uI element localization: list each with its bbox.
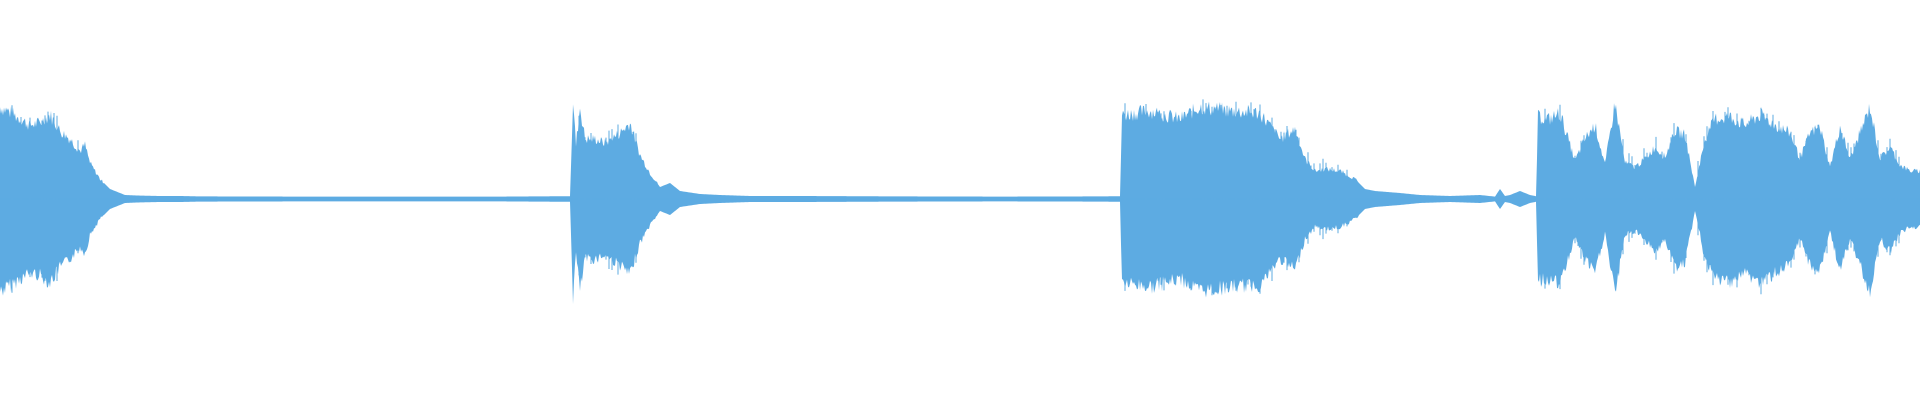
waveform-detail-texture [0, 99, 1920, 296]
